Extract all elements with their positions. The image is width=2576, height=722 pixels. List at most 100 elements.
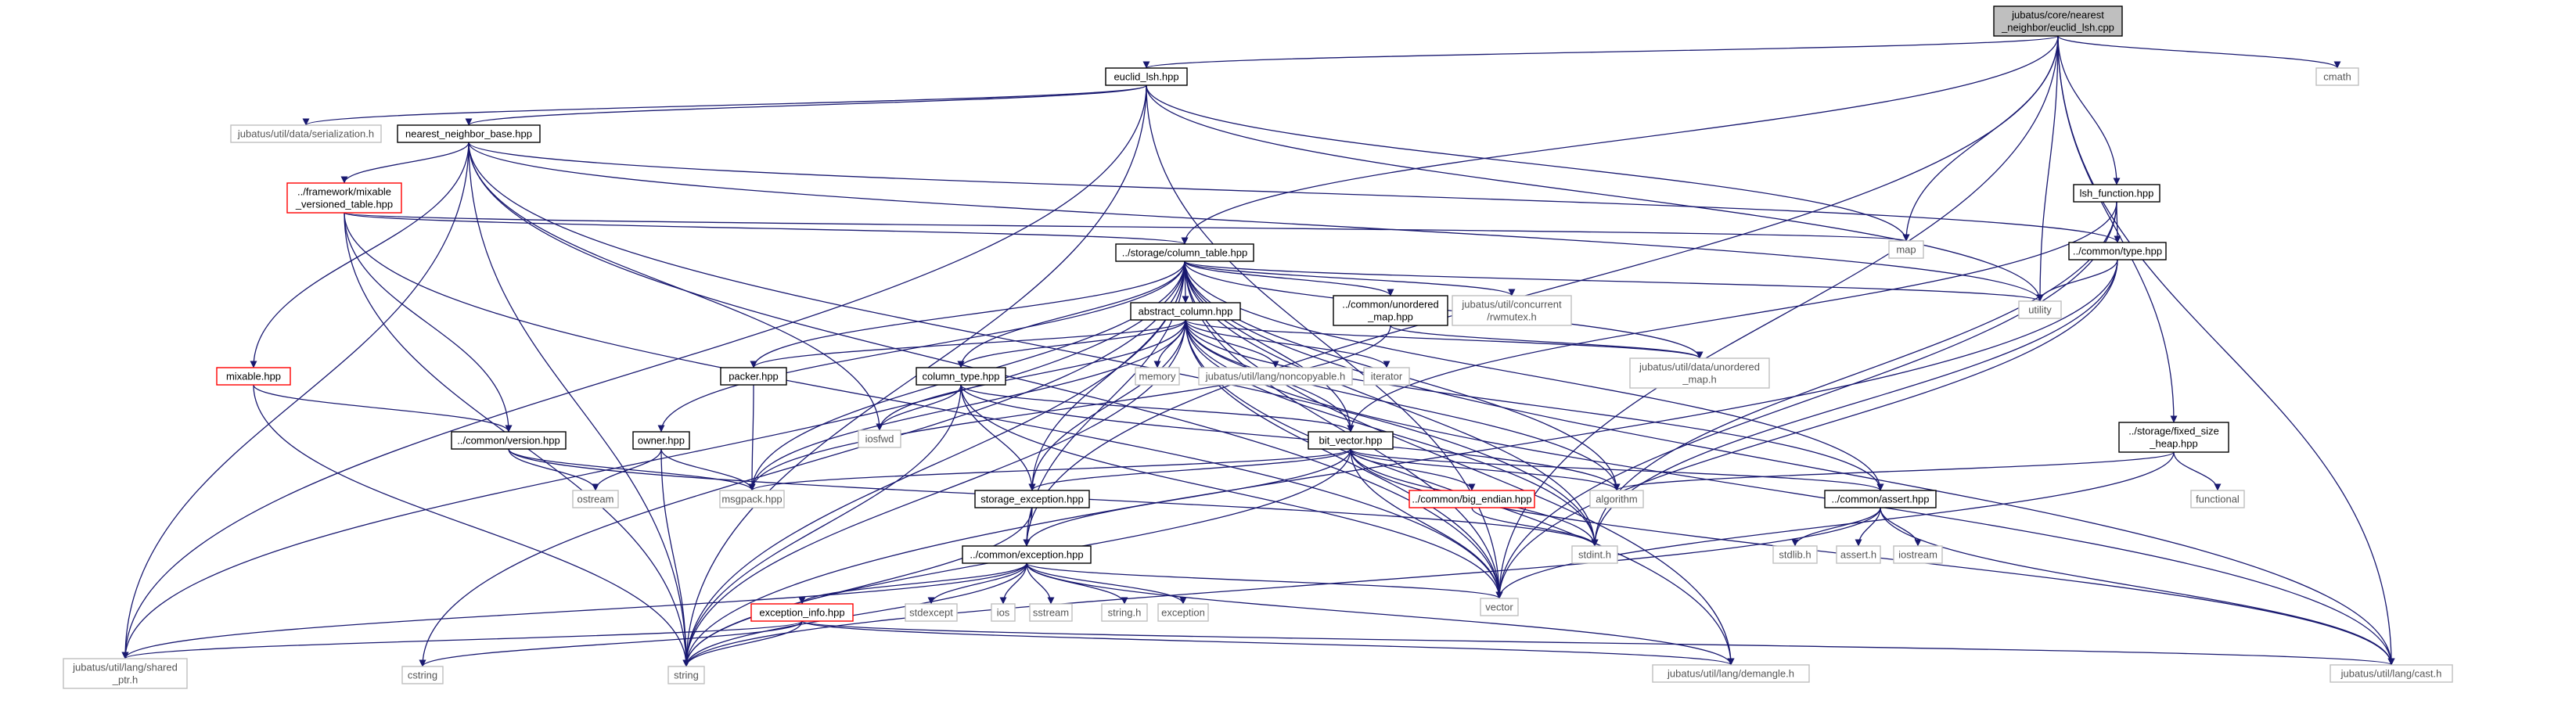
edge-column_table_hpp-to-bit_vector_hpp — [1184, 260, 1355, 433]
node-box — [1333, 295, 1448, 326]
edge-exception_hpp-to-demangle_h — [1026, 562, 1735, 666]
node-noncopyable-h: jubatus/util/lang/noncopyable.h — [1198, 367, 1353, 386]
node-box — [1772, 545, 1818, 564]
node-box — [2073, 184, 2160, 203]
node-label: utility — [2028, 304, 2052, 316]
node-box — [1135, 367, 1180, 386]
node-label: column_type.hpp — [922, 371, 999, 383]
edge-abstract_column_hpp-to-iosfwd — [876, 319, 1186, 431]
edge-assert_hpp-to-string — [682, 507, 1881, 667]
node-label: jubatus/util/lang/demangle.h — [1667, 668, 1794, 680]
edge-nearest_neighbor_base_hpp-to-shared_ptr_h — [121, 142, 470, 659]
edge-fixed_size_heap_hpp-to-functional — [2173, 451, 2222, 491]
edge-big_endian_hpp-to-stdint_h — [1471, 507, 1599, 547]
node-string: string — [667, 666, 705, 684]
node-euclid-lsh-hpp[interactable]: euclid_lsh.hpp — [1105, 67, 1188, 86]
node-label: jubatus/util/data/unordered — [1639, 361, 1760, 373]
node-storage-exception-hpp[interactable]: storage_exception.hpp — [974, 490, 1090, 508]
edge-common_type_hpp-to-string — [682, 259, 2118, 667]
node-demangle-h: jubatus/util/lang/demangle.h — [1652, 664, 1810, 683]
edge-nearest_neighbor_base_hpp-to-stdint_h — [468, 142, 1599, 547]
node-box — [63, 658, 188, 689]
edge-assert_hpp-to-iostream — [1880, 507, 1922, 547]
edge-bit_vector_hpp-to-vector — [1350, 448, 1503, 599]
edge-common_type_hpp-to-vector — [1495, 259, 2118, 599]
node-unordered-map-hpp[interactable]: ../common/unordered_map.hpp — [1333, 295, 1448, 326]
node-label: cmath — [2323, 71, 2351, 83]
edge-lsh_function_hpp-to-stdint_h — [1591, 201, 2117, 547]
node-packer-hpp[interactable]: packer.hpp — [720, 367, 787, 386]
node-label: ../common/type.hpp — [2073, 246, 2162, 257]
edge-owner_hpp-to-msgpack_hpp — [660, 448, 756, 491]
node-box — [451, 431, 567, 450]
node-label: stdlib.h — [1779, 549, 1811, 561]
node-iosfwd: iosfwd — [858, 429, 901, 448]
edge-exception_hpp-to-exception_info_hpp — [798, 562, 1027, 605]
edge-root-to-utility — [2036, 35, 2059, 302]
node-bit-vector-hpp[interactable]: bit_vector.hpp — [1308, 431, 1394, 450]
edge-mixable_hpp-to-string — [253, 384, 690, 667]
edge-root-to-euclid_lsh_hpp — [1143, 35, 2059, 69]
node-box — [1198, 367, 1353, 386]
node-label: abstract_column.hpp — [1139, 306, 1233, 318]
node-box — [1105, 67, 1188, 86]
node-exception-info-hpp[interactable]: exception_info.hpp — [750, 603, 854, 622]
edge-abstract_column_hpp-to-util_unordered_map_h — [1185, 319, 1704, 359]
edge-exception_info_hpp-to-cast_h — [801, 620, 2394, 666]
node-label: string.h — [1108, 607, 1142, 619]
edge-packer_hpp-to-msgpack_hpp — [748, 384, 756, 491]
edge-root-to-cmath — [2057, 35, 2341, 69]
node-label: exception_info.hpp — [759, 607, 844, 619]
edge-version_hpp-to-ostream — [508, 448, 599, 491]
edge-owner_hpp-to-ostream — [592, 448, 662, 491]
node-versioned-table-hpp[interactable]: ../framework/mixable_versioned_table.hpp — [286, 182, 402, 214]
node-assert-hpp[interactable]: ../common/assert.hpp — [1824, 490, 1937, 508]
edge-exception_info_hpp-to-shared_ptr_h — [121, 620, 803, 659]
node-string-h: string.h — [1101, 603, 1148, 622]
node-stdexcept: stdexcept — [905, 603, 958, 622]
node-exception-hpp[interactable]: ../common/exception.hpp — [962, 545, 1092, 564]
node-root[interactable]: jubatus/core/nearest_neighbor/euclid_lsh… — [1993, 5, 2123, 37]
edge-owner_hpp-to-string — [660, 448, 690, 667]
node-nearest-neighbor-base-hpp[interactable]: nearest_neighbor_base.hpp — [397, 124, 541, 143]
node-owner-hpp[interactable]: owner.hpp — [632, 431, 690, 450]
node-box — [1101, 603, 1148, 622]
node-label: mixable.hpp — [226, 371, 281, 383]
node-label: ../common/version.hpp — [457, 435, 560, 447]
node-big-endian-hpp[interactable]: ../common/big_endian.hpp — [1409, 490, 1535, 508]
edge-versioned_table_hpp-to-map — [344, 212, 1909, 242]
node-label: storage_exception.hpp — [980, 494, 1084, 505]
node-column-type-hpp[interactable]: column_type.hpp — [916, 367, 1006, 386]
node-label: packer.hpp — [729, 371, 779, 383]
edge-bit_vector_hpp-to-exception_hpp — [1023, 448, 1351, 547]
node-util-unordered-map-h: jubatus/util/data/unordered_map.h — [1629, 357, 1770, 389]
node-box — [1363, 367, 1410, 386]
edge-fixed_size_heap_hpp-to-algorithm — [1613, 451, 2175, 491]
node-common-type-hpp[interactable]: ../common/type.hpp — [2068, 242, 2167, 260]
node-abstract-column-hpp[interactable]: abstract_column.hpp — [1130, 302, 1241, 321]
node-box — [401, 666, 444, 684]
node-label: map — [1896, 244, 1916, 256]
node-label: owner.hpp — [638, 435, 685, 447]
node-label: _heap.hpp — [2149, 438, 2197, 450]
node-label: ../common/exception.hpp — [970, 549, 1083, 561]
node-label: _neighbor/euclid_lsh.cpp — [2001, 22, 2114, 34]
edge-nearest_neighbor_base_hpp-to-utility — [468, 142, 2044, 302]
node-label: assert.h — [1840, 549, 1876, 561]
edge-euclid_lsh_hpp-to-utility — [1146, 84, 2044, 302]
node-label: lsh_function.hpp — [2080, 188, 2154, 199]
node-label: ../storage/column_table.hpp — [1122, 247, 1247, 259]
node-box — [397, 124, 541, 143]
node-stdlib-h: stdlib.h — [1772, 545, 1818, 564]
node-msgpack-hpp: msgpack.hpp — [719, 490, 785, 508]
node-column-table-hpp[interactable]: ../storage/column_table.hpp — [1115, 243, 1254, 262]
node-lsh-function-hpp[interactable]: lsh_function.hpp — [2073, 184, 2160, 203]
edge-storage_exception_hpp-to-string — [682, 507, 1033, 667]
node-version-hpp[interactable]: ../common/version.hpp — [451, 431, 567, 450]
node-mixable-hpp[interactable]: mixable.hpp — [216, 367, 291, 386]
node-fixed-size-heap-hpp[interactable]: ../storage/fixed_size_heap.hpp — [2118, 422, 2229, 453]
edge-exception_hpp-to-stdexcept — [927, 562, 1027, 605]
edge-fixed_size_heap_hpp-to-vector — [1495, 451, 2175, 599]
edge-exception_hpp-to-string — [682, 562, 1027, 667]
node-box — [1824, 490, 1937, 508]
